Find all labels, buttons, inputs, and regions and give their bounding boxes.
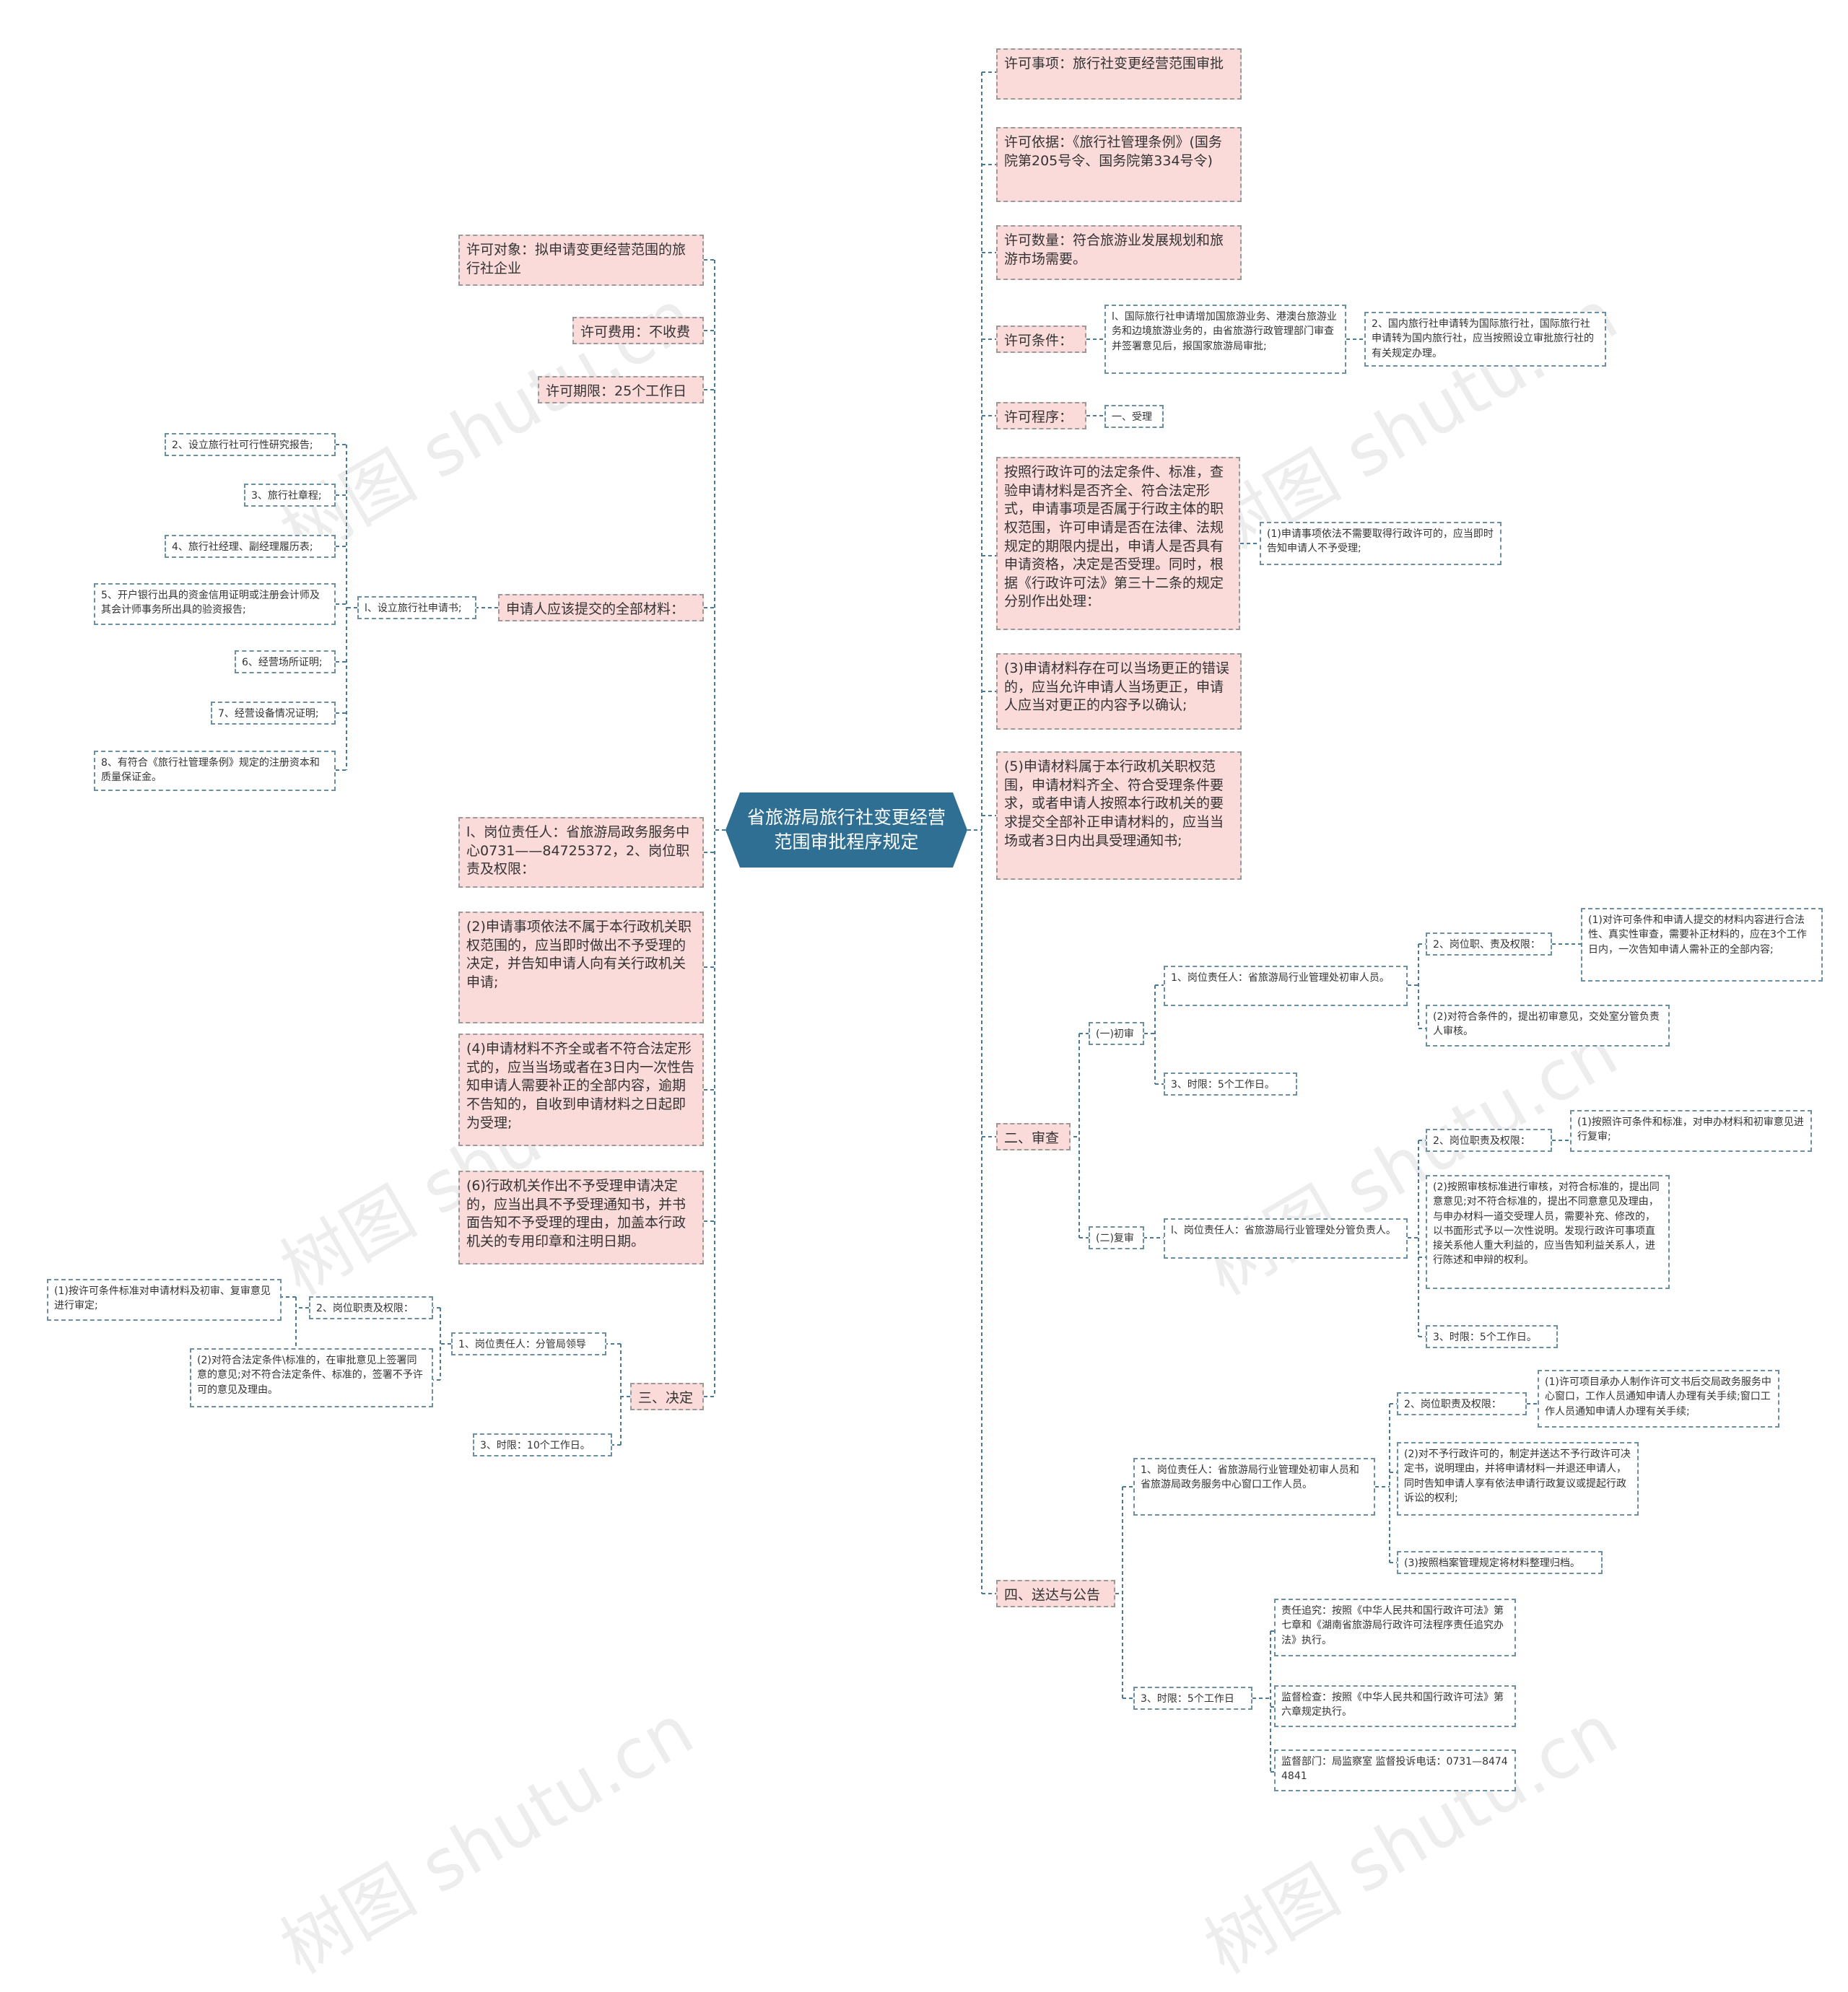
node-material-item[interactable]: 4、旅行社经理、副经理履历表; bbox=[165, 535, 336, 558]
node-license-quantity[interactable]: 许可数量：符合旅游业发展规划和旅游市场需要。 bbox=[996, 225, 1242, 280]
node-delivery-person[interactable]: 1、岗位责任人：省旅游局行业管理处初审人员和省旅游局政务服务中心窗口工作人员。 bbox=[1133, 1458, 1375, 1516]
node-license-basis[interactable]: 许可依据：《旅行社管理条例》(国务院第205号令、国务院第334号令) bbox=[996, 127, 1242, 202]
node-second-d2[interactable]: (2)按照审核标准进行审核，对符合标准的，提出同意意见;对不符合标准的，提出不同… bbox=[1426, 1175, 1670, 1289]
node-item-3[interactable]: (3)申请材料存在可以当场更正的错误的，应当允许申请人当场更正，申请人应当对更正… bbox=[996, 653, 1242, 730]
node-materials-group[interactable]: l、设立旅行社申请书; bbox=[357, 596, 476, 619]
node-license-object[interactable]: 许可对象：拟申请变更经营范围的旅行社企业 bbox=[458, 235, 704, 286]
node-review-second[interactable]: (二)复审 bbox=[1089, 1226, 1144, 1249]
node-second-time[interactable]: 3、时限：5个工作日。 bbox=[1426, 1325, 1558, 1348]
node-license-matter[interactable]: 许可事项：旅行社变更经营范围审批 bbox=[996, 48, 1242, 100]
node-decision-time[interactable]: 3、时限：10个工作日。 bbox=[473, 1433, 612, 1456]
node-condition-1[interactable]: l、国际旅行社申请增加国旅游业务、港澳台旅游业务和边境旅游业务的，由省旅游行政管… bbox=[1104, 305, 1346, 374]
node-license-condition[interactable]: 许可条件： bbox=[996, 326, 1086, 353]
node-license-period[interactable]: 许可期限：25个工作日 bbox=[538, 376, 704, 403]
node-condition-2[interactable]: 2、国内旅行社申请转为国际旅行社，国际旅行社申请转为国内旅行社，应当按照设立审批… bbox=[1364, 312, 1606, 367]
node-first-d2[interactable]: (2)对符合条件的，提出初审意见，交处室分管负责人审核。 bbox=[1426, 1005, 1670, 1047]
node-item-4[interactable]: (4)申请材料不齐全或者不符合法定形式的，应当当场或者在3日内一次性告知申请人需… bbox=[458, 1034, 704, 1146]
node-delivery-duty[interactable]: 2、岗位职责及权限： bbox=[1397, 1392, 1527, 1415]
node-decision-d1[interactable]: (1)按许可条件标准对申请材料及初审、复审意见进行审定; bbox=[47, 1279, 282, 1321]
node-decision-person[interactable]: 1、岗位责任人：分管局领导 bbox=[451, 1332, 606, 1355]
node-material-item[interactable]: 8、有符合《旅行社管理条例》规定的注册资本和质量保证金。 bbox=[94, 751, 336, 791]
node-delivery-d2[interactable]: (2)对不予行政许可的，制定并送达不予行政许可决定书，说明理由，并将申请材料一并… bbox=[1397, 1442, 1639, 1516]
node-material-item[interactable]: 2、设立旅行社可行性研究报告; bbox=[165, 433, 336, 456]
root-topic[interactable]: 省旅游局旅行社变更经营范围审批程序规定 bbox=[725, 792, 967, 868]
node-delivery-t3[interactable]: 监督部门：局监察室 监督投诉电话：0731—84744841 bbox=[1274, 1749, 1516, 1791]
node-decision-duty[interactable]: 2、岗位职责及权限： bbox=[309, 1296, 433, 1319]
node-material-item[interactable]: 7、经营设备情况证明; bbox=[211, 702, 336, 725]
node-delivery[interactable]: 四、送达与公告 bbox=[996, 1580, 1115, 1607]
node-materials[interactable]: 申请人应该提交的全部材料： bbox=[498, 594, 704, 621]
node-delivery-time[interactable]: 3、时限：5个工作日 bbox=[1133, 1687, 1252, 1710]
node-review[interactable]: 二、审查 bbox=[996, 1123, 1071, 1150]
node-delivery-d1[interactable]: (1)许可项目承办人制作许可文书后交局政务服务中心窗口，工作人员通知申请人办理有… bbox=[1538, 1370, 1779, 1428]
node-first-d1[interactable]: (1)对许可条件和申请人提交的材料内容进行合法性、真实性审查，需要补正材料的，应… bbox=[1581, 908, 1823, 982]
node-delivery-t2[interactable]: 监督检查：按照《中华人民共和国行政许可法》第六章规定执行。 bbox=[1274, 1685, 1516, 1727]
node-second-person[interactable]: l、岗位责任人：省旅游局行业管理处分管负责人。 bbox=[1164, 1218, 1408, 1259]
node-post-responsible[interactable]: l、岗位责任人：省旅游局政务服务中心0731——84725372，2、岗位职责及… bbox=[458, 817, 704, 888]
node-accept[interactable]: 一、受理 bbox=[1104, 405, 1164, 428]
node-material-item[interactable]: 6、经营场所证明; bbox=[235, 650, 336, 673]
node-delivery-d3[interactable]: (3)按照档案管理规定将材料整理归档。 bbox=[1397, 1551, 1603, 1574]
node-first-duty[interactable]: 2、岗位职、责及权限： bbox=[1426, 932, 1552, 956]
node-handling[interactable]: 按照行政许可的法定条件、标准，查验申请材料是否齐全、符合法定形式，申请事项是否属… bbox=[996, 457, 1240, 630]
node-license-fee[interactable]: 许可费用：不收费 bbox=[572, 317, 704, 344]
connector-lines bbox=[282, 71, 1581, 1773]
node-decision[interactable]: 三、决定 bbox=[630, 1383, 704, 1410]
node-handling-1[interactable]: (1)申请事项依法不需要取得行政许可的，应当即时告知申请人不予受理; bbox=[1260, 522, 1502, 565]
node-delivery-t1[interactable]: 责任追究：按照《中华人民共和国行政许可法》第七章和《湖南省旅游局行政许可法程序责… bbox=[1274, 1599, 1516, 1656]
node-material-item[interactable]: 5、开户银行出具的资金信用证明或注册会计师及其会计师事务所出具的验资报告; bbox=[94, 583, 336, 625]
node-item-2[interactable]: (2)申请事项依法不属于本行政机关职权范围的，应当即时做出不予受理的决定，并告知… bbox=[458, 912, 704, 1023]
node-second-d1[interactable]: (1)按照许可条件和标准，对申办材料和初审意见进行复审; bbox=[1570, 1110, 1812, 1152]
node-decision-d2[interactable]: (2)对符合法定条件\标准的，在审批意见上签署同意的意见;对不符合法定条件、标准… bbox=[190, 1348, 433, 1407]
node-license-procedure[interactable]: 许可程序： bbox=[996, 402, 1086, 429]
node-item-5[interactable]: (5)申请材料属于本行政机关职权范围，申请材料齐全、符合受理条件要求，或者申请人… bbox=[996, 751, 1242, 880]
node-first-person[interactable]: 1、岗位责任人：省旅游局行业管理处初审人员。 bbox=[1164, 966, 1408, 1006]
node-second-duty[interactable]: 2、岗位职责及权限： bbox=[1426, 1129, 1552, 1152]
node-material-item[interactable]: 3、旅行社章程; bbox=[244, 484, 336, 507]
node-item-6[interactable]: (6)行政机关作出不予受理申请决定的，应当出具不予受理通知书，并书面告知不予受理… bbox=[458, 1171, 704, 1264]
node-review-first[interactable]: (一)初审 bbox=[1089, 1022, 1144, 1045]
node-first-time[interactable]: 3、时限：5个工作日。 bbox=[1164, 1073, 1297, 1096]
